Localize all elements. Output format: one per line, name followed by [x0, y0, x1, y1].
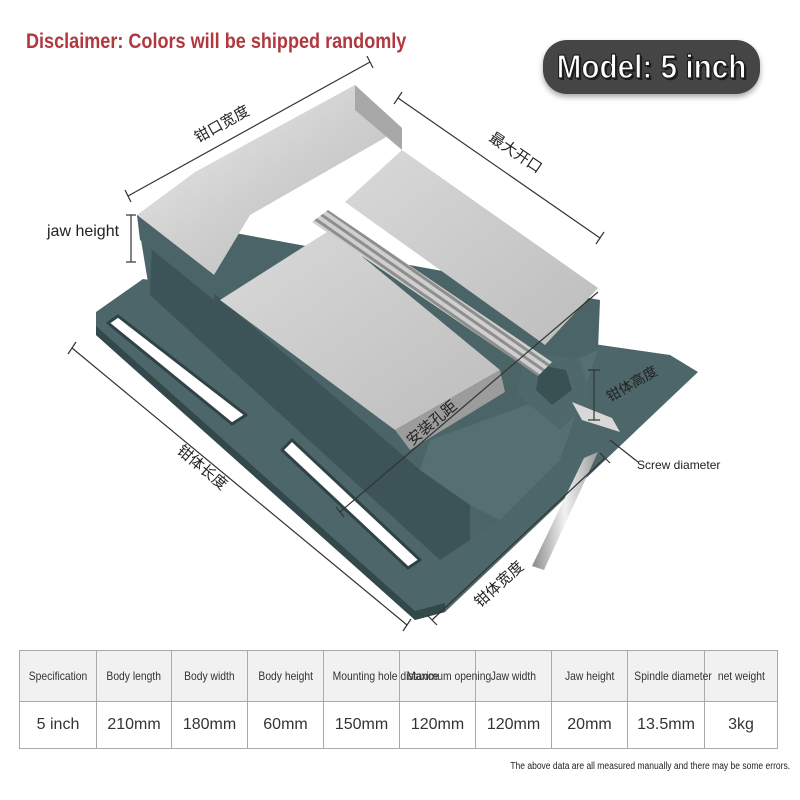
label-jaw-height: jaw height: [46, 223, 120, 240]
label-screw-diameter: Screw diameter: [637, 458, 720, 472]
model-label: Model: 5 inch: [556, 47, 747, 85]
table-cell: 120mm: [399, 701, 476, 749]
table-header-cell: Spindle diameter: [627, 650, 712, 702]
table-header-cell: Jaw height: [551, 650, 628, 702]
table-header-cell: Body height: [247, 650, 324, 702]
table-row: 5 inch 210mm 180mm 60mm 150mm 120mm 120m…: [19, 701, 778, 749]
specification-table: Specification Body length Body width Bod…: [19, 650, 778, 749]
vise-handle-rod: [532, 402, 620, 570]
table-header-cell: net weight: [704, 650, 778, 702]
disclaimer-text: Disclaimer: Colors will be shipped rando…: [26, 30, 407, 53]
table-cell: 120mm: [475, 701, 552, 749]
table-cell: 20mm: [551, 701, 628, 749]
table-cell: 150mm: [323, 701, 400, 749]
table-cell: 180mm: [171, 701, 248, 749]
table-header-cell: Jaw width: [475, 650, 552, 702]
movable-jaw: [220, 150, 598, 450]
table-header-cell: Body length: [96, 650, 172, 702]
table-cell: 60mm: [247, 701, 324, 749]
table-header-cell: Mounting hole distance: [323, 650, 439, 702]
lead-screw: [312, 210, 552, 376]
fixed-jaw: [137, 85, 402, 300]
label-max-opening: 最大开口: [486, 129, 545, 177]
dimension-lines: [67, 55, 639, 632]
footnote-text: The above data are all measured manually…: [510, 761, 790, 772]
table-cell: 5 inch: [19, 701, 97, 749]
table-header-cell: Maximum opening: [399, 650, 491, 702]
table-header-cell: Body width: [171, 650, 248, 702]
table-cell: 3kg: [704, 701, 778, 749]
label-body-length: 钳体长度: [173, 442, 230, 494]
table-cell: 210mm: [96, 701, 172, 749]
drill-press-vise-illustration: 钳口宽度 最大开口 jaw height 安装孔距 钳体高度 Screw dia…: [46, 55, 720, 632]
label-jaw-width: 钳口宽度: [192, 103, 253, 147]
table-cell: 13.5mm: [627, 701, 705, 749]
model-badge: Model: 5 inch: [543, 40, 760, 94]
table-header-cell: Specification: [19, 650, 97, 702]
table-header-row: Specification Body length Body width Bod…: [19, 650, 778, 702]
